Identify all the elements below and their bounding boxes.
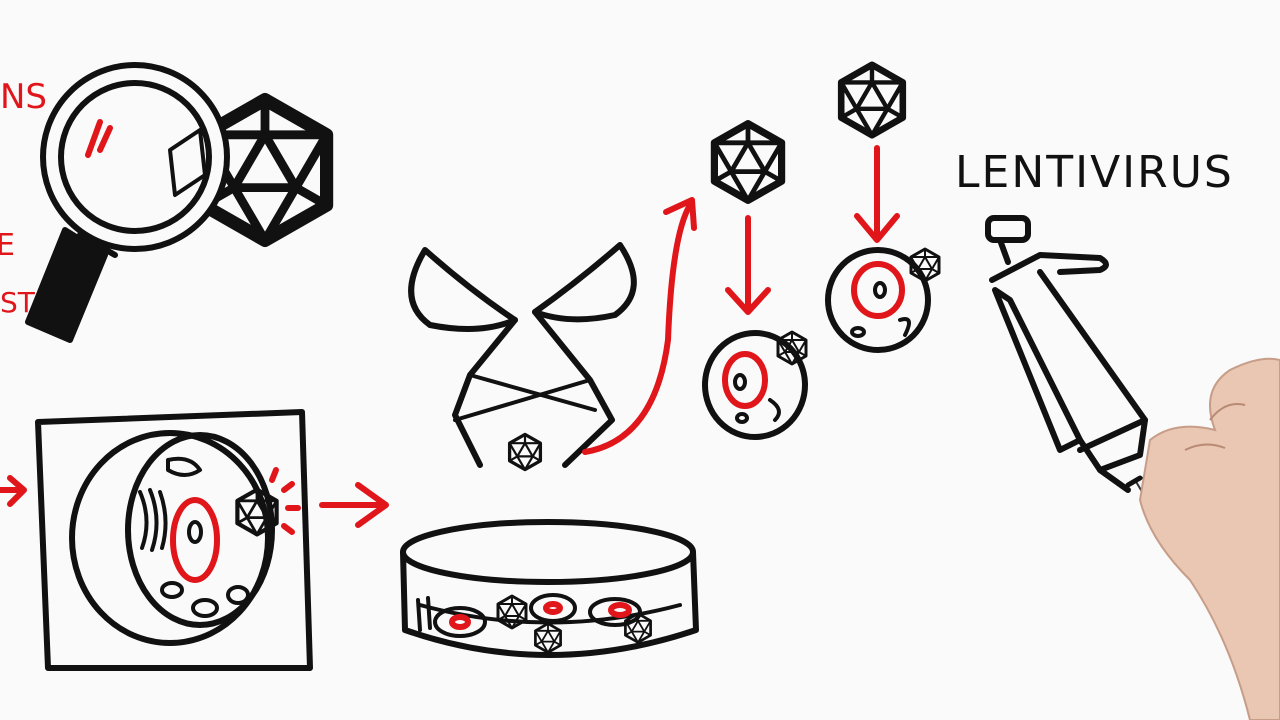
virus-icon — [237, 490, 276, 535]
arrow-right-icon — [319, 482, 389, 528]
virus-icon — [714, 124, 781, 201]
cell-icon — [825, 247, 941, 353]
curved-arrow-icon — [582, 197, 697, 455]
edge-text-ns: NS — [0, 77, 47, 117]
magnifying-glass-icon — [25, 62, 327, 343]
arrow-down-icon — [725, 215, 771, 315]
arrow-down-icon — [854, 145, 900, 243]
lentivirus-label: LENTIVIRUS — [955, 147, 1234, 198]
cell-icon — [702, 330, 808, 440]
virus-icon — [841, 65, 903, 135]
edge-text-e: E — [0, 228, 15, 263]
hand-with-marker — [1125, 357, 1280, 720]
scissors-icon — [408, 242, 637, 472]
pipette-icon — [985, 215, 1148, 493]
petri-dish-icon — [400, 519, 699, 658]
cell-panel — [0, 409, 313, 671]
